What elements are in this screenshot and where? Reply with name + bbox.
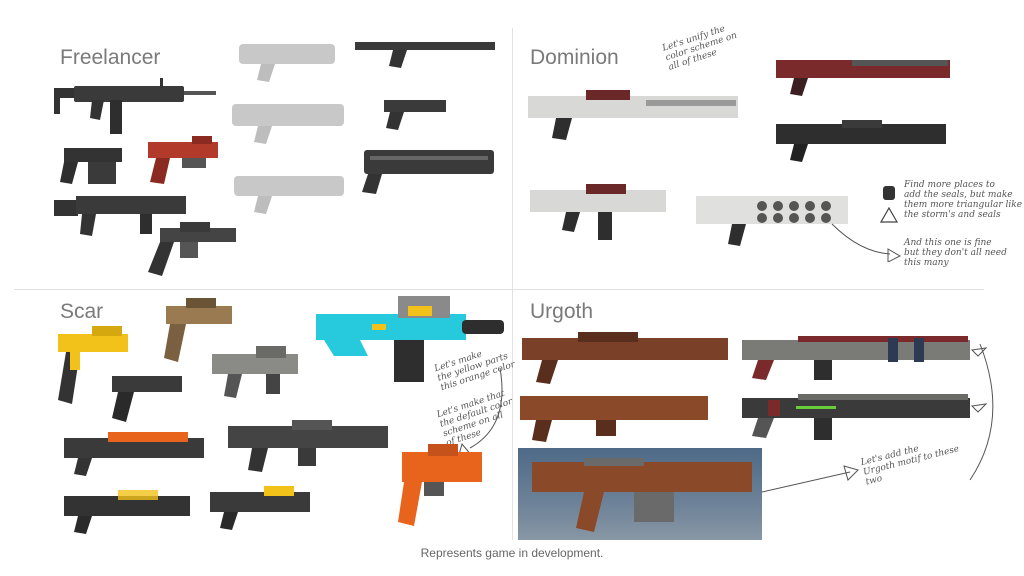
scar-launcher: [228, 420, 388, 472]
vertical-divider: [512, 28, 513, 540]
section-title-freelancer: Freelancer: [60, 46, 161, 69]
scar-pistol-brown: [164, 298, 232, 362]
freelancer-rifle-1: [54, 78, 216, 134]
seal-icon: [883, 186, 895, 200]
scar-rifle-orange: [64, 432, 204, 476]
section-title-scar: Scar: [60, 300, 104, 323]
caption: Represents game in development.: [420, 546, 604, 560]
note-unify-color: Let's unify the color scheme on all of t…: [661, 24, 739, 73]
urgoth-rifle-3d: [532, 458, 752, 532]
dominion-rifle-seals: [696, 196, 848, 246]
dominion-rifle-red-wrapped: [742, 336, 970, 380]
note-find-seals: Find more places to add the seals, but m…: [904, 180, 1023, 220]
freelancer-blockout-3: [234, 176, 344, 214]
scar-rifle-cyan: [316, 296, 504, 382]
freelancer-sniper: [355, 42, 495, 68]
horizontal-divider: [14, 289, 984, 290]
freelancer-launcher: [362, 150, 494, 194]
scar-smg-gray: [212, 346, 298, 398]
scar-pistol-yellow: [58, 326, 128, 404]
urgoth-rifle-1: [522, 332, 728, 384]
freelancer-shotgun: [148, 222, 236, 276]
freelancer-rifle-2: [54, 196, 186, 236]
scar-smg-yellow: [210, 486, 310, 530]
scar-pistol-orange: [398, 444, 482, 526]
scar-crossbow: [64, 490, 190, 534]
freelancer-blockout-2: [232, 104, 344, 144]
scar-pistol-dark: [112, 376, 182, 422]
freelancer-smg: [60, 148, 122, 184]
dominion-rifle-gray-green: [742, 394, 970, 440]
dominion-rifle-black: [776, 120, 946, 162]
section-title-urgoth: Urgoth: [530, 300, 594, 323]
freelancer-pistol-red: [148, 136, 218, 184]
dominion-rifle-white: [528, 90, 738, 140]
section-title-dominion: Dominion: [530, 46, 619, 69]
annotation-arrow-dominion: [831, 223, 902, 262]
note-fine: And this one is fine but they don't all …: [904, 238, 1007, 268]
urgoth-rifle-2: [520, 396, 708, 442]
freelancer-blockout-1: [239, 44, 335, 82]
dominion-smg: [530, 184, 666, 240]
seal-icons: [880, 186, 899, 223]
annotation-arrows-urgoth: [761, 343, 994, 493]
freelancer-pistol: [384, 100, 446, 130]
warning-triangle-icon: [880, 206, 899, 223]
dominion-rifle-red: [776, 60, 950, 96]
